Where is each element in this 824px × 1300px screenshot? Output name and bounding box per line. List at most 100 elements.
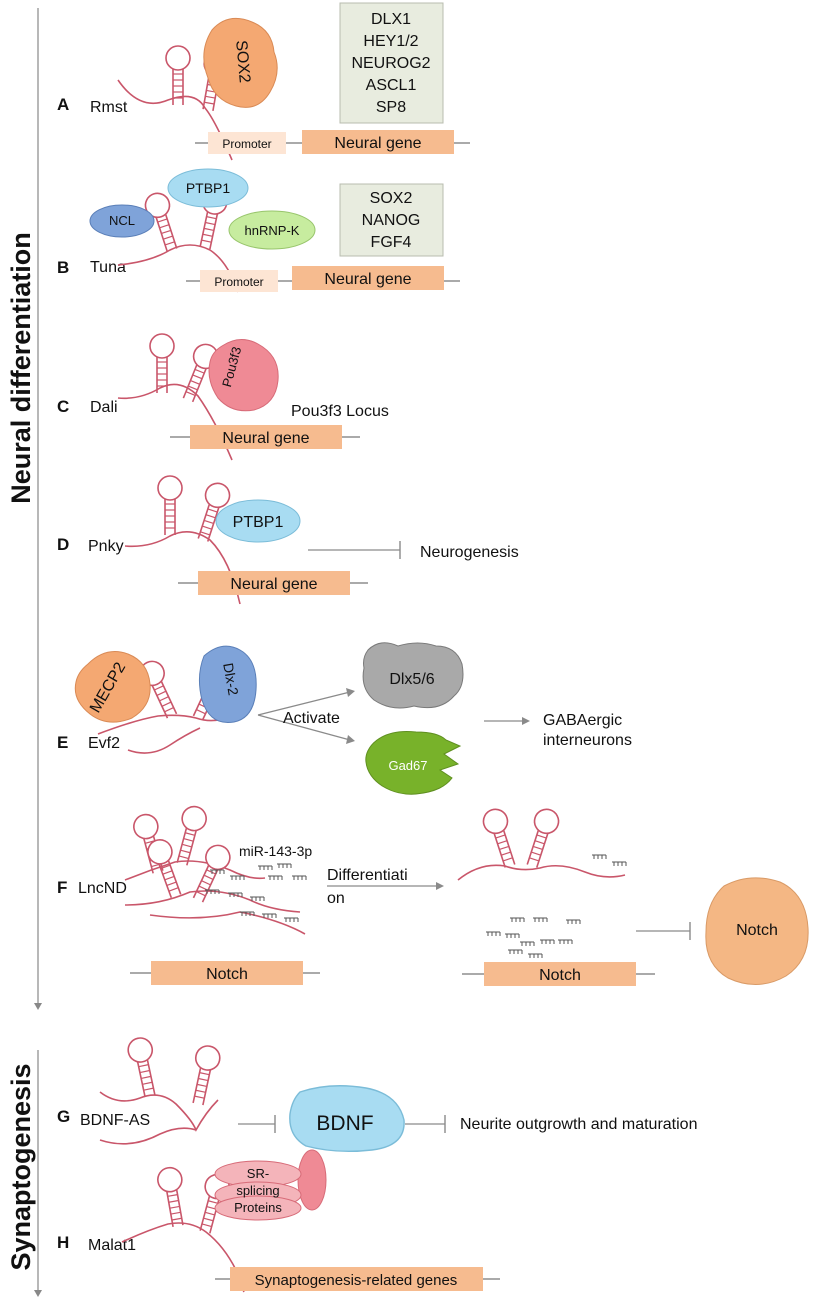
malat1-hairpin-1 [155, 1165, 191, 1229]
panel-g-letter: G [57, 1107, 70, 1126]
panel-c-letter: C [57, 397, 69, 416]
hnrnpk-protein [228, 210, 316, 250]
notch-gene-box-right [484, 962, 636, 986]
dlx56-protein [362, 642, 464, 709]
pnky-label: Pnky [88, 538, 124, 555]
panel-b: B Tuna NCL PTBP1 hnRNP-K Promoter Neural… [57, 168, 460, 293]
neural-bracket-arrowhead [34, 1003, 42, 1010]
panel-b-letter: B [57, 258, 69, 277]
rmst-gene-box [302, 130, 454, 154]
lncnd-rna-strand-3 [149, 911, 306, 935]
ptbp1-protein-b [167, 168, 249, 208]
bdnf-as-rna-strand-2 [99, 1127, 197, 1145]
bdnf-as-rna-strand-1 [99, 1091, 219, 1132]
rmst-promoter-label: Promoter [222, 137, 271, 151]
lncnd-hairpin-2 [169, 803, 210, 868]
target-sox2: SOX2 [370, 190, 413, 207]
notch-gene-label-left: Notch [206, 966, 248, 983]
evf2-label: Evf2 [88, 735, 120, 752]
target-ascl1: ASCL1 [366, 77, 417, 94]
sox2-label: SOX2 [232, 40, 253, 84]
panel-d-letter: D [57, 535, 69, 554]
rmst-label: Rmst [90, 99, 128, 116]
gaba-arrowhead [522, 717, 530, 725]
dali-gene-box [190, 425, 342, 449]
sox2-protein [203, 17, 278, 108]
pou3f3-protein [208, 339, 279, 412]
notch-gene-box-left [151, 961, 303, 985]
notch-protein-label: Notch [736, 922, 778, 939]
mirna-duplex [591, 854, 607, 860]
panel-h-letter: H [57, 1233, 69, 1252]
mirna-duplex [249, 896, 265, 902]
mirna-duplex [291, 875, 307, 881]
lncnd-rna-strand-free [457, 864, 626, 881]
pnky-gene-label: Neural gene [230, 576, 317, 593]
mirna-duplex [527, 953, 543, 959]
panel-a: A Rmst SOX2 Promoter Neural gene DLX1 HE… [57, 2, 470, 161]
mirna-duplex [507, 949, 523, 955]
neurogenesis-label: Neurogenesis [420, 544, 519, 561]
ptbp1-label-b: PTBP1 [186, 180, 231, 196]
mirna-label: miR-143-3p [239, 843, 312, 859]
rmst-rna-strand [117, 79, 233, 161]
neural-differentiation-title: Neural differentiation [6, 232, 36, 504]
rmst-gene-label: Neural gene [334, 135, 421, 152]
sr-label-2: splicing [236, 1183, 279, 1198]
bdnf-as-hairpin-1 [125, 1034, 163, 1100]
mirna-duplex [557, 939, 573, 945]
notch-protein [705, 877, 809, 985]
pnky-gene-box [198, 571, 350, 595]
rmst-target-box [339, 2, 444, 124]
panel-f-letter: F [57, 878, 67, 897]
mirna-duplex [229, 875, 245, 881]
lncnd-free-hairpin-1 [479, 805, 523, 871]
panel-f: F LncND miR-143-3p Notch Differentiati o… [57, 803, 809, 986]
sr-protein-bottom [214, 1195, 302, 1221]
panel-c: C Dali Pou3f3 Pou3f3 Locus Neural gene [57, 333, 389, 461]
gad67-protein [365, 731, 462, 795]
mirna-duplex [539, 939, 555, 945]
tuna-label: Tuna [90, 259, 126, 276]
target-hey12: HEY1/2 [363, 33, 418, 50]
target-dlx1: DLX1 [371, 11, 411, 28]
mecp2-protein [74, 651, 151, 723]
lncnd-rna-strand-2 [124, 890, 301, 913]
sr-protein-side [297, 1149, 327, 1211]
activate-arrowhead-down [346, 735, 355, 744]
pnky-hairpin-1 [157, 475, 183, 536]
target-neurog2: NEUROG2 [351, 55, 430, 72]
synaptogenesis-title: Synaptogenesis [6, 1063, 36, 1270]
ptbp1-label-d: PTBP1 [233, 514, 284, 531]
notch-gene-label-right: Notch [539, 967, 581, 984]
mirna-duplex [504, 933, 520, 939]
activate-arrow-down [257, 714, 351, 741]
rmst-promoter-box [208, 132, 286, 154]
tuna-rna-strand [117, 244, 239, 293]
interneurons-label: interneurons [543, 732, 632, 749]
target-sp8: SP8 [376, 99, 406, 116]
bdnf-label: BDNF [316, 1112, 373, 1135]
ncl-protein [89, 204, 155, 238]
lncnd-rna-strand-1 [124, 860, 266, 881]
bdnf-as-hairpin-2 [185, 1042, 223, 1108]
neurite-outcome-label: Neurite outgrowth and maturation [460, 1116, 697, 1133]
activate-label: Activate [283, 710, 340, 727]
synapto-gene-box [230, 1267, 483, 1291]
panel-e: E Evf2 MECP2 Dlx-2 Activate Dlx5/6 Gad67… [57, 642, 632, 795]
target-nanog: NANOG [362, 212, 421, 229]
mirna-duplex [611, 861, 627, 867]
tuna-gene-label: Neural gene [324, 271, 411, 288]
mirna-duplex [283, 917, 299, 923]
mirna-duplex [509, 917, 525, 923]
evf2-rna-strand-2 [127, 727, 201, 754]
differentiation-arrowhead [436, 882, 444, 890]
ncl-label: NCL [109, 213, 135, 228]
panel-d: D Pnky PTBP1 Neural gene Neurogenesis [57, 475, 519, 605]
activate-arrowhead-up [346, 688, 355, 697]
malat1-rna-strand [121, 1222, 245, 1293]
pnky-rna-strand [124, 531, 241, 605]
dali-gene-label: Neural gene [222, 430, 309, 447]
dlx2-label: Dlx-2 [220, 662, 241, 697]
mirna-duplex [261, 913, 277, 919]
